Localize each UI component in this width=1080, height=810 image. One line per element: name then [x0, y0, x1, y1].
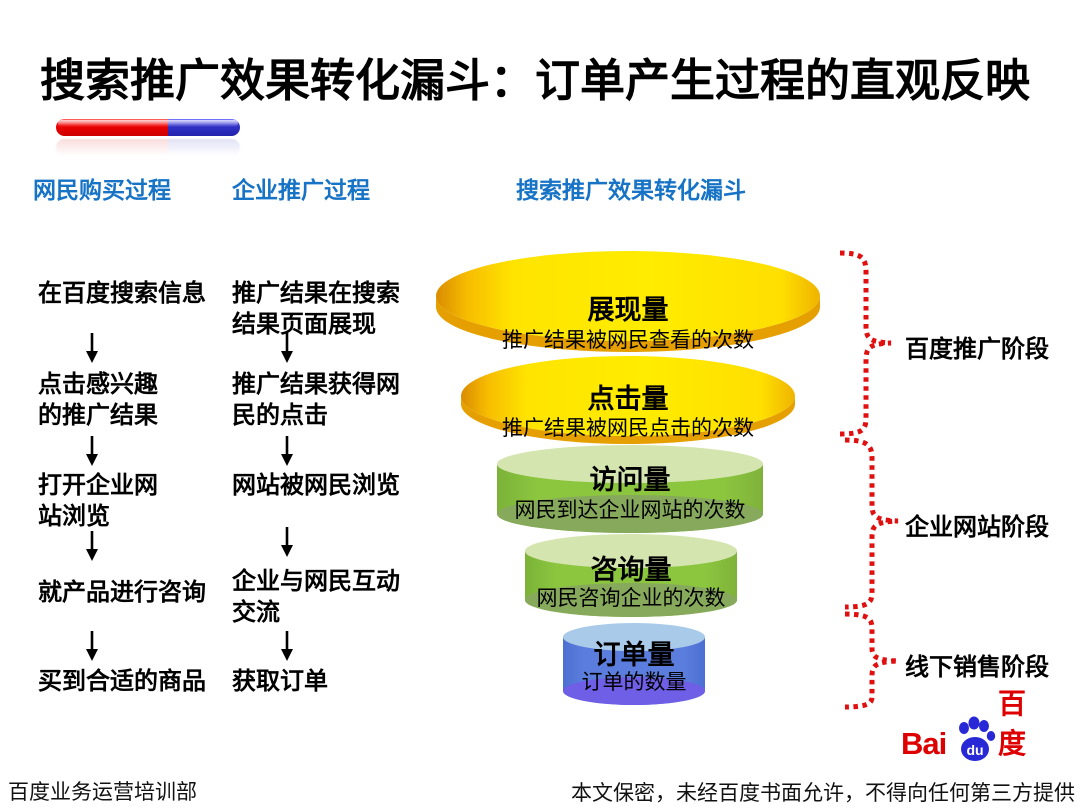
footer-confidentiality-notice: 本文保密，未经百度书面允许，不得向任何第三方提供: [571, 781, 1075, 805]
stage-label-offline: 线下销售阶段: [905, 654, 1049, 681]
down-arrow-icon: [281, 436, 293, 466]
column-header-enterprise: 企业推广过程: [232, 177, 370, 203]
funnel-layer-5-title: 订单量: [594, 640, 675, 670]
brace-baidu-stage: [839, 250, 892, 437]
funnel-layer-1-subtitle: 推广结果被网民查看的次数: [502, 329, 754, 352]
funnel-layer-1-title: 展现量: [588, 295, 669, 325]
funnel-layer-4: 咨询量 网民咨询企业的次数: [525, 534, 737, 617]
baidu-logo-du-text: du: [966, 742, 983, 758]
accent-bar-gloss: [58, 120, 238, 127]
enterprise-step-4: 企业与网民互动 交流: [232, 568, 400, 626]
baidu-logo-bai-text: Bai: [901, 726, 947, 761]
enterprise-step-2: 推广结果获得网 民的点击: [232, 371, 400, 429]
baidu-logo-cn-text: 百度: [998, 688, 1027, 759]
brace-website-stage: [844, 437, 899, 610]
buyer-step-2: 点击感兴趣 的推广结果: [38, 371, 158, 429]
baidu-logo: Bai du 百度: [901, 688, 1051, 763]
stage-label-website: 企业网站阶段: [905, 514, 1049, 541]
stage-label-baidu: 百度推广阶段: [905, 336, 1049, 363]
down-arrow-icon: [281, 333, 293, 363]
funnel-layer-3-title: 访问量: [590, 465, 671, 495]
down-arrow-icon: [86, 333, 98, 363]
buyer-step-5: 买到合适的商品: [38, 668, 206, 695]
buyer-step-3: 打开企业网 站浏览: [38, 472, 158, 530]
page-title: 搜索推广效果转化漏斗：订单产生过程的直观反映: [40, 55, 1031, 106]
enterprise-step-5: 获取订单: [232, 668, 328, 695]
down-arrow-icon: [86, 531, 98, 561]
column-header-buyer: 网民购买过程: [33, 177, 171, 203]
brace-offline-stage: [844, 611, 899, 710]
funnel-layer-2-title: 点击量: [588, 384, 669, 414]
accent-bar-reflection-fade: [50, 138, 246, 160]
funnel-layer-2-subtitle: 推广结果被网民点击的次数: [502, 417, 754, 440]
down-arrow-icon: [86, 631, 98, 661]
down-arrow-icon: [281, 631, 293, 661]
buyer-step-4: 就产品进行咨询: [38, 579, 206, 606]
funnel-layer-1: 展现量 推广结果被网民查看的次数: [436, 251, 820, 352]
down-arrow-icon: [281, 527, 293, 557]
funnel-layer-4-title: 咨询量: [591, 555, 672, 585]
footer-department: 百度业务运营培训部: [8, 780, 197, 804]
funnel-layer-4-subtitle: 网民咨询企业的次数: [537, 587, 726, 610]
enterprise-step-3: 网站被网民浏览: [232, 472, 400, 499]
enterprise-step-1: 推广结果在搜索 结果页面展现: [232, 280, 400, 338]
funnel-layer-3-subtitle: 网民到达企业网站的次数: [515, 499, 746, 522]
funnel-layer-5-subtitle: 订单的数量: [582, 671, 687, 694]
funnel-layer-5: 订单量 订单的数量: [563, 623, 705, 705]
down-arrow-icon: [86, 436, 98, 466]
funnel-layer-3: 访问量 网民到达企业网站的次数: [497, 445, 763, 533]
funnel-layer-2: 点击量 推广结果被网民点击的次数: [461, 356, 795, 444]
column-header-funnel: 搜索推广效果转化漏斗: [516, 177, 746, 203]
buyer-step-1: 在百度搜索信息: [38, 280, 206, 307]
baidu-paw-icon: du: [959, 716, 996, 761]
title-accent-bar: [56, 119, 240, 136]
